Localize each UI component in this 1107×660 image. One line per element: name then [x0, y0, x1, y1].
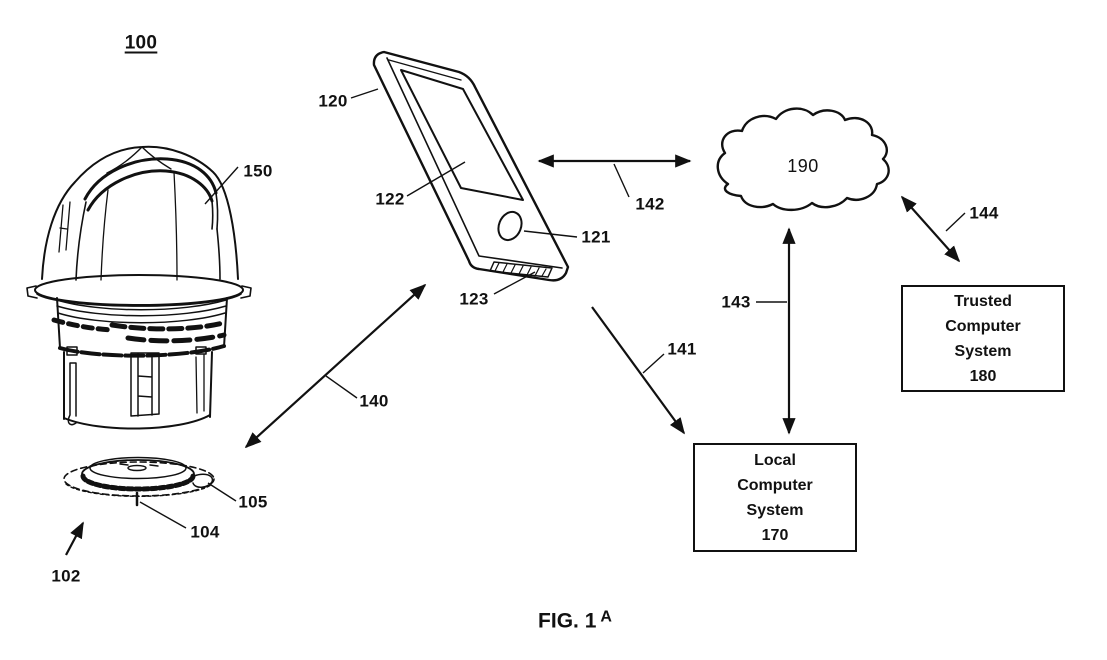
- phone-home-button: [497, 210, 523, 242]
- device-flange-tabs: [26, 285, 252, 299]
- trusted-box-line-1: Trusted: [954, 292, 1012, 310]
- phone-screen: [400, 69, 524, 201]
- device-body-sides: [63, 351, 213, 420]
- leader-140: [325, 375, 358, 399]
- figure-caption-main: FIG. 1: [538, 609, 597, 633]
- local-box-line-2: Computer: [737, 476, 813, 494]
- phone-speaker-outline: [489, 261, 553, 278]
- trusted-box-line-4: 180: [969, 367, 997, 385]
- device-flange-lip: [36, 293, 242, 307]
- base-disc-top: [89, 456, 187, 480]
- cloud-label-190: 190: [787, 156, 819, 176]
- device-drum-bottom: [58, 344, 226, 358]
- local-box-line-3: System: [746, 501, 804, 519]
- arrow-140-device-phone: [244, 283, 427, 449]
- device-cap-side-slot: [58, 201, 71, 253]
- device-cap-outline: [41, 145, 239, 280]
- leader-144: [945, 212, 966, 232]
- device-cap-band-right: [211, 192, 219, 230]
- ref-label-140: 140: [359, 391, 389, 411]
- leader-120: [350, 88, 379, 99]
- local-box-line-1: Local: [754, 451, 796, 469]
- arrow-102-base-pointer: [65, 521, 84, 556]
- device-inner-dome-left: [75, 201, 87, 281]
- device-drum-grooves: [56, 299, 227, 324]
- ref-label-121: 121: [581, 227, 611, 247]
- device-drum-stripe-3: [125, 332, 227, 344]
- leader-105: [207, 482, 237, 502]
- leader-122: [406, 161, 466, 197]
- smartphone-drawing: [372, 50, 570, 282]
- device-flange: [34, 274, 244, 306]
- figure-caption-suffix: A: [600, 608, 612, 626]
- leader-lines: [139, 88, 966, 529]
- device-body-bottom: [63, 414, 211, 430]
- device-right-lines: [195, 354, 205, 414]
- device-cap-band-outer: [83, 157, 218, 201]
- device-cap-seam-left: [106, 146, 143, 174]
- trusted-computer-system-box: Trusted Computer System 180: [901, 285, 1065, 392]
- leader-104: [139, 501, 187, 529]
- delivery-device-drawing: [26, 145, 252, 430]
- communication-links: [65, 154, 961, 556]
- ref-label-142: 142: [635, 194, 665, 214]
- arrow-144-cloud-trusted: [900, 195, 961, 263]
- leader-121: [523, 230, 578, 238]
- figure-id-label: 100: [124, 32, 158, 54]
- ref-label-102: 102: [51, 566, 81, 586]
- trusted-box-line-2: Computer: [945, 317, 1021, 335]
- device-drum-stripe-1: [51, 317, 115, 333]
- leader-142: [613, 163, 630, 198]
- base-disc-center-detail: [127, 464, 147, 472]
- device-body-clips: [66, 346, 207, 356]
- base-disc-rim: [80, 473, 196, 492]
- base-tab: [192, 473, 214, 488]
- local-box-line-4: 170: [761, 526, 789, 544]
- leader-123: [493, 271, 536, 295]
- ref-label-123: 123: [459, 289, 489, 309]
- device-inner-dome-right: [216, 228, 221, 280]
- base-disc-marks: [119, 463, 159, 467]
- device-left-slot: [67, 362, 77, 426]
- phone-speaker-hatch: [494, 262, 547, 277]
- ref-label-141: 141: [667, 339, 697, 359]
- ref-label-104: 104: [190, 522, 220, 542]
- device-cap-band-inner: [86, 169, 214, 212]
- ref-label-144: 144: [969, 203, 999, 223]
- device-center-channel: [130, 352, 160, 417]
- ref-label-105: 105: [238, 492, 268, 512]
- device-drum-stripe-2: [109, 320, 226, 332]
- phone-face-edge: [386, 57, 563, 269]
- phone-top-edge-inner: [388, 59, 462, 81]
- ref-label-150: 150: [243, 161, 273, 181]
- ref-label-120: 120: [318, 91, 348, 111]
- cloud-shape: [716, 107, 890, 212]
- arrow-141-phone-local: [591, 306, 685, 435]
- leader-150: [204, 166, 239, 205]
- base-adhesive-edge-2: [65, 483, 213, 498]
- base-unit-drawing: [63, 456, 215, 507]
- device-inner-dome-seams: [100, 171, 178, 281]
- ref-label-143: 143: [721, 292, 751, 312]
- phone-shell-outline: [372, 50, 570, 282]
- ref-label-122: 122: [375, 189, 405, 209]
- trusted-box-line-3: System: [954, 342, 1012, 360]
- leader-141: [642, 353, 665, 374]
- local-computer-system-box: Local Computer System 170: [693, 443, 857, 552]
